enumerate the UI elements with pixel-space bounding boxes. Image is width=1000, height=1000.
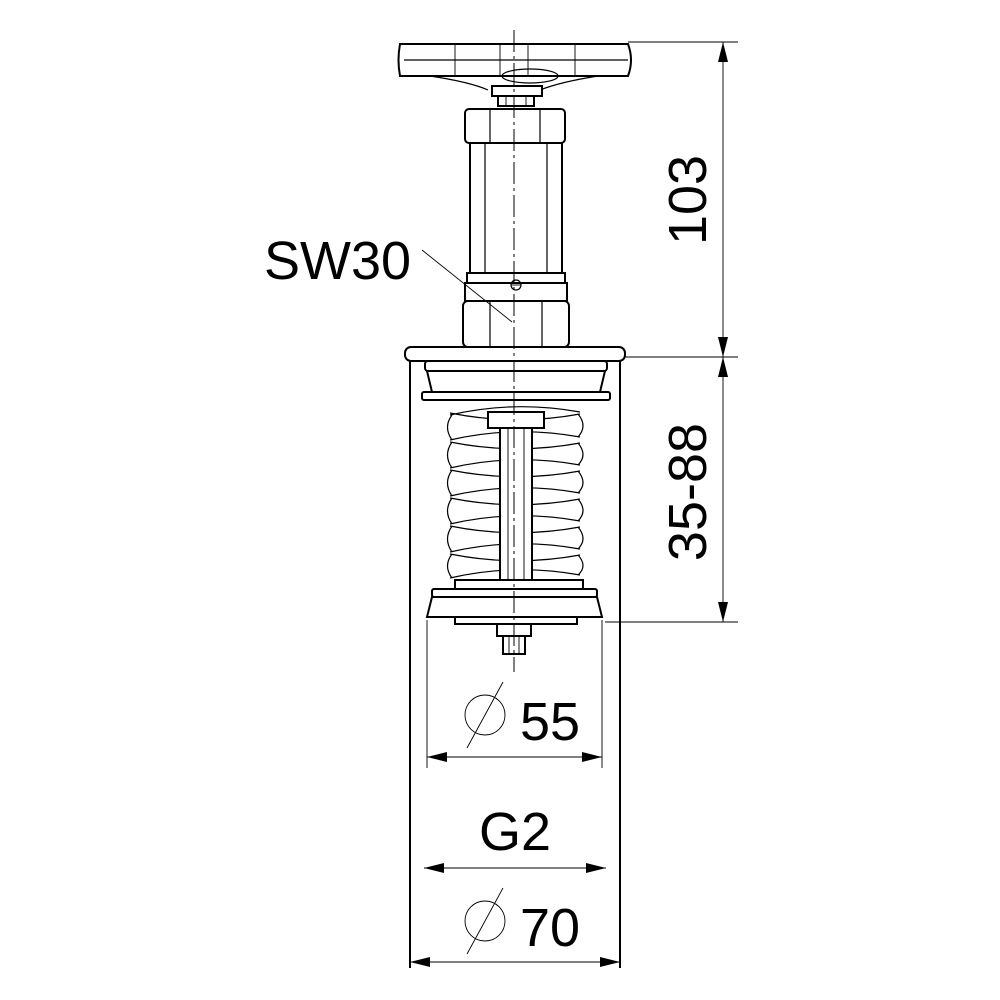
dimension-35-88: 35-88 xyxy=(658,357,728,622)
sw30-callout: SW30 xyxy=(264,231,513,323)
spring-housing xyxy=(404,346,626,968)
sw30-hex-nut xyxy=(462,300,570,348)
dimension-55-label: 55 xyxy=(520,692,580,752)
dimension-103-label: 103 xyxy=(658,155,718,245)
inner-spindle xyxy=(487,411,545,587)
dimension-g2-label: G2 xyxy=(479,802,551,862)
upper-hex-nut xyxy=(464,108,566,144)
diameter-symbol-icon xyxy=(464,887,506,955)
dimension-35-88-label: 35-88 xyxy=(658,423,718,561)
stem-tube xyxy=(464,142,568,302)
dimension-g2: G2 xyxy=(424,802,606,873)
diameter-symbol-icon xyxy=(464,681,506,749)
dimension-diameter-70: 70 xyxy=(410,887,620,967)
dimension-103: 103 xyxy=(658,42,728,357)
dimension-70-label: 70 xyxy=(520,898,580,958)
dimension-diameter-55: 55 xyxy=(426,620,603,768)
sw30-label: SW30 xyxy=(264,231,411,291)
sw30-leader-line xyxy=(421,249,513,323)
handwheel xyxy=(397,43,632,107)
